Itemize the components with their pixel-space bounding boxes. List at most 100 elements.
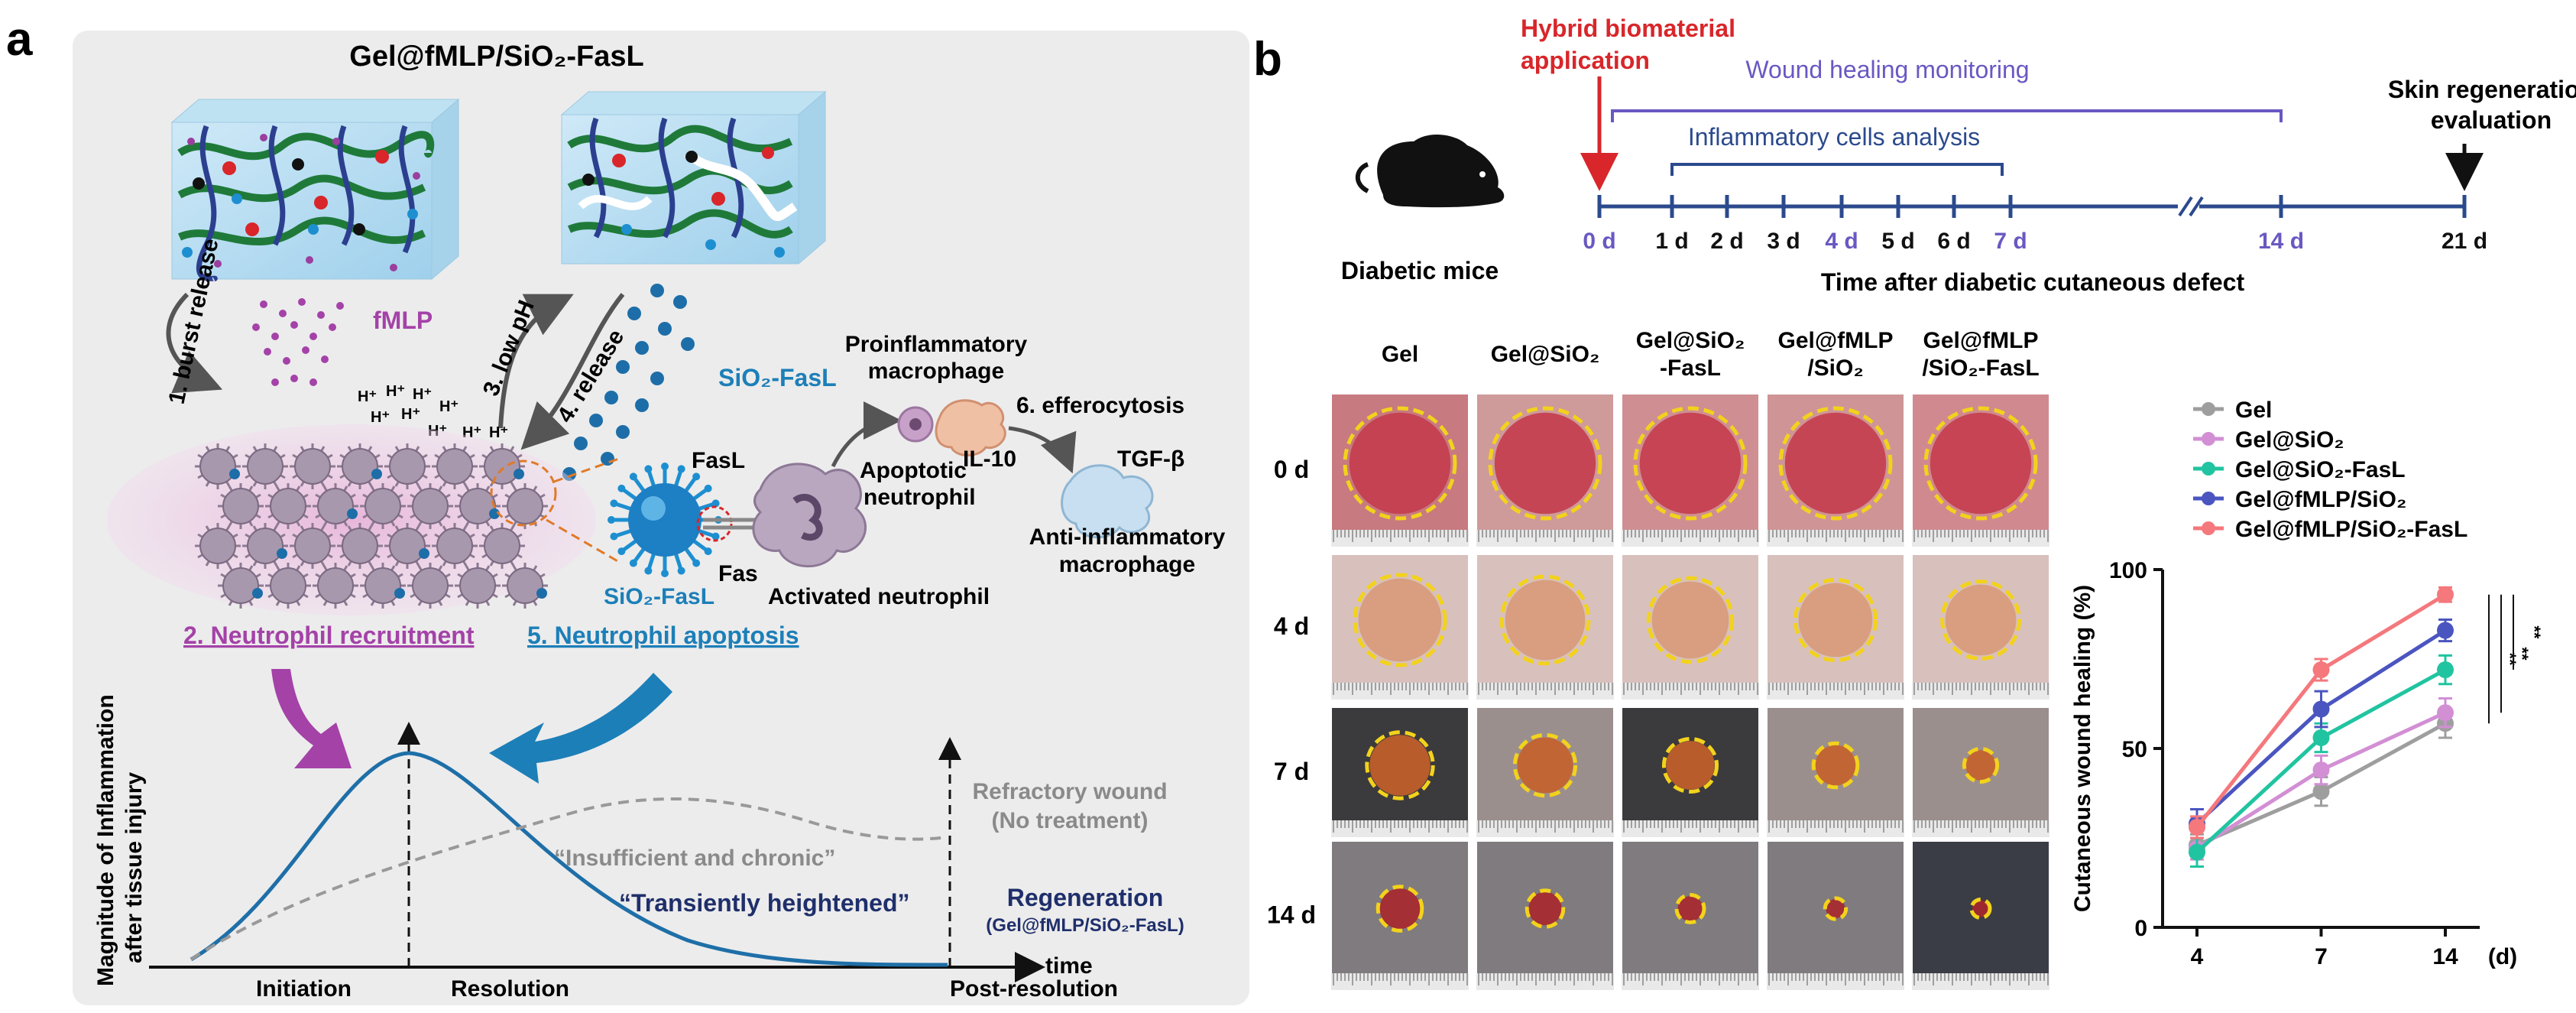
wound-column-header: -FasL xyxy=(1660,356,1721,381)
wound-photo xyxy=(1621,554,1760,700)
wound-photo xyxy=(1476,840,1615,991)
data-point xyxy=(2437,704,2454,722)
step2-label: 2. Neutrophil recruitment xyxy=(183,622,475,649)
neutrophil xyxy=(384,443,430,489)
sio2-fasl-nano-label: SiO₂-FasL xyxy=(604,584,714,609)
neutrophil xyxy=(432,443,478,489)
data-point xyxy=(2189,818,2205,836)
wound-column-header: Gel@fMLP xyxy=(1778,328,1894,353)
wound-row-label: 0 d xyxy=(1274,456,1309,483)
timeline-day-label: 4 d xyxy=(1825,229,1858,254)
neutrophil xyxy=(479,523,525,569)
mouse-icon xyxy=(1355,134,1505,208)
neutrophil xyxy=(290,443,335,489)
time-label: time xyxy=(1045,953,1093,979)
il10-label: IL-10 xyxy=(963,446,1016,472)
svg-text:H⁺: H⁺ xyxy=(386,383,405,400)
wound-photo xyxy=(1476,393,1615,547)
fasl-label: FasL xyxy=(692,448,745,473)
svg-text:H⁺: H⁺ xyxy=(489,424,508,441)
recruitment-arrow xyxy=(271,669,352,768)
timeline-day-label: 7 d xyxy=(1994,229,2027,254)
data-point xyxy=(2312,783,2330,800)
zoom-circle xyxy=(490,459,557,527)
panel-b-letter: b xyxy=(1253,33,1282,86)
x-tick-label: 4 xyxy=(2191,944,2204,969)
wound-photo xyxy=(1330,706,1469,838)
wound-row-label: 7 d xyxy=(1274,758,1309,785)
panel-a-letter: a xyxy=(6,13,33,66)
neutrophil-cluster xyxy=(195,443,548,609)
apoptotic-neutrophil-label-2: neutrophil xyxy=(864,485,976,510)
monitoring-label: Wound healing monitoring xyxy=(1745,56,2029,83)
data-point xyxy=(2312,700,2330,718)
neutrophil xyxy=(195,523,241,569)
anti-inflammatory-macrophage-cell xyxy=(1061,464,1154,539)
neutrophil xyxy=(337,443,383,489)
neutrophil xyxy=(218,563,264,609)
neutrophil xyxy=(218,483,264,529)
wound-photo xyxy=(1911,393,2050,547)
data-point xyxy=(2312,761,2330,779)
neutrophil xyxy=(242,443,288,489)
x-tick-label: 14 xyxy=(2432,944,2458,969)
wound-photo xyxy=(1621,840,1760,991)
wound-photo xyxy=(1621,706,1760,838)
activated-neutrophil xyxy=(752,463,867,568)
neutrophil xyxy=(479,443,525,489)
timeline-day-label: 3 d xyxy=(1767,229,1800,254)
y-tick-label: 100 xyxy=(2109,558,2147,583)
wound-column-header: Gel xyxy=(1382,342,1418,367)
wound-photo xyxy=(1766,706,1905,838)
activated-neutrophil-label: Activated neutrophil xyxy=(768,584,990,609)
timeline-day-label: 14 d xyxy=(2258,229,2304,254)
phase-post-resolution: Post-resolution xyxy=(950,976,1118,1002)
neutrophil xyxy=(265,563,311,609)
sio2-fasl-particles-label: SiO₂-FasL xyxy=(718,364,837,391)
wound-photo xyxy=(1766,554,1905,700)
wound-photo xyxy=(1330,554,1469,700)
wound-photo xyxy=(1911,554,2050,700)
inflammation-ylabel-2: after tissue injury xyxy=(122,772,147,963)
svg-text:H⁺: H⁺ xyxy=(413,386,432,403)
svg-text:H⁺: H⁺ xyxy=(401,406,420,423)
wound-photo xyxy=(1476,706,1615,838)
sio2-fasl-nanoparticle xyxy=(608,463,722,577)
y-axis-label: Cutaneous wound healing (%) xyxy=(2070,585,2095,912)
wound-row-label: 4 d xyxy=(1274,612,1309,640)
svg-text:H⁺: H⁺ xyxy=(371,409,390,426)
burst-release-arrow xyxy=(166,292,223,394)
phase-resolution: Resolution xyxy=(451,976,569,1002)
wound-photo xyxy=(1766,393,1905,547)
neutrophil xyxy=(455,563,501,609)
data-point xyxy=(2312,729,2330,746)
skin-regen-label-1: Skin regeneration xyxy=(2388,76,2576,103)
wound-row-label: 14 d xyxy=(1267,901,1316,929)
refractory-label-2: (No treatment) xyxy=(991,808,1148,833)
legend-label: Gel@fMLP/SiO₂ xyxy=(2235,487,2406,512)
wound-photo xyxy=(1766,840,1905,991)
phase-initiation: Initiation xyxy=(256,976,352,1002)
proinflammatory-macrophage-cell xyxy=(935,399,1006,456)
svg-text:H⁺: H⁺ xyxy=(358,388,377,405)
neutrophil xyxy=(384,523,430,569)
wound-photo xyxy=(1330,393,1469,547)
anti-inflammatory-label-2: macrophage xyxy=(1059,552,1195,577)
timeline-day-label: 2 d xyxy=(1710,229,1743,254)
hydrogel-cube-loaded xyxy=(170,98,460,282)
neutrophil xyxy=(407,483,453,529)
timeline-day-label: 0 d xyxy=(1583,229,1615,254)
release-arrow xyxy=(520,293,625,450)
wound-photo xyxy=(1330,840,1469,991)
timeline-day-label: 21 d xyxy=(2442,229,2487,254)
neutrophil xyxy=(195,443,241,489)
neutrophil xyxy=(313,563,358,609)
low-ph-arrow xyxy=(498,294,574,429)
y-tick-label: 50 xyxy=(2122,737,2147,762)
data-point xyxy=(2437,622,2454,639)
x-unit-label: (d) xyxy=(2488,944,2517,969)
